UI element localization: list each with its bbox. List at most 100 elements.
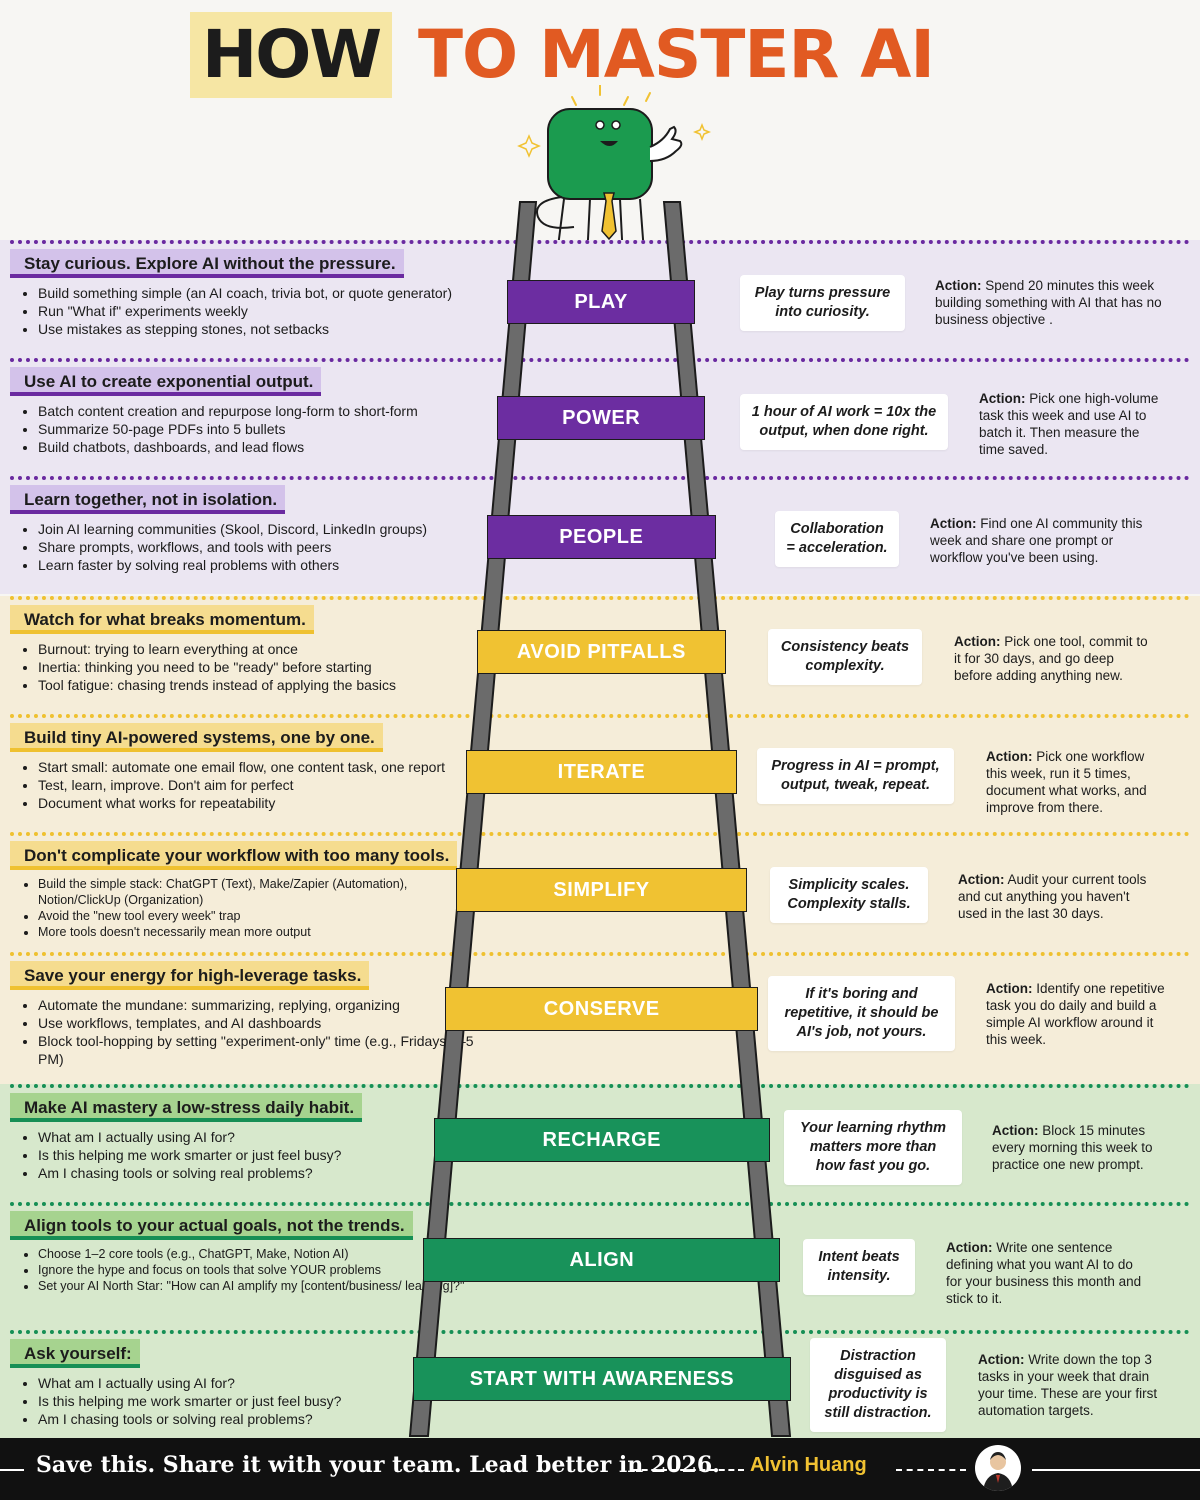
section-heading: Stay curious. Explore AI without the pre… bbox=[10, 249, 404, 278]
action-text: Action: Write one sentence defining what… bbox=[946, 1239, 1146, 1307]
ladder-rung-conserve: CONSERVE bbox=[445, 987, 758, 1031]
section-bullets: Build the simple stack: ChatGPT (Text), … bbox=[10, 876, 475, 940]
action-label: Action: bbox=[979, 391, 1026, 406]
mascot-illustration bbox=[517, 85, 712, 280]
section-heading: Build tiny AI-powered systems, one by on… bbox=[10, 723, 383, 752]
bullet-item: Build the simple stack: ChatGPT (Text), … bbox=[38, 876, 475, 908]
bullet-item: Ignore the hype and focus on tools that … bbox=[38, 1262, 475, 1278]
section-heading: Make AI mastery a low-stress daily habit… bbox=[10, 1093, 363, 1122]
bullet-item: Am I chasing tools or solving real probl… bbox=[38, 1164, 475, 1182]
title-how: HOW bbox=[190, 12, 393, 98]
dotted-divider bbox=[10, 240, 1190, 244]
action-text: Action: Find one AI community this week … bbox=[930, 515, 1160, 566]
ladder-rung-iterate: ITERATE bbox=[466, 750, 737, 794]
ladder-rung-power: POWER bbox=[497, 396, 706, 440]
bullet-item: Summarize 50-page PDFs into 5 bullets bbox=[38, 420, 475, 438]
action-body: Audit your current tools and cut anythin… bbox=[958, 872, 1147, 921]
dotted-divider bbox=[10, 358, 1190, 362]
ladder-rung-start-with-awareness: START WITH AWARENESS bbox=[413, 1357, 791, 1401]
section-heading: Use AI to create exponential output. bbox=[10, 367, 322, 396]
section-bullets: Start small: automate one email flow, on… bbox=[10, 758, 475, 812]
bullet-item: Set your AI North Star: "How can AI ampl… bbox=[38, 1278, 475, 1294]
section-left-panel: Learn together, not in isolation. Join AI… bbox=[10, 485, 475, 594]
quote-card: If it's boring and repetitive, it should… bbox=[768, 976, 955, 1051]
action-body: Spend 20 minutes this week building some… bbox=[935, 278, 1162, 327]
bullet-item: Learn faster by solving real problems wi… bbox=[38, 556, 475, 574]
action-text: Action: Write down the top 3 tasks in yo… bbox=[978, 1351, 1173, 1419]
footer: Save this. Share it with your team. Lead… bbox=[0, 1438, 1200, 1500]
quote-card: Collaboration = acceleration. bbox=[775, 511, 899, 567]
dotted-divider bbox=[10, 1202, 1190, 1206]
footer-tagline: Save this. Share it with your team. Lead… bbox=[36, 1452, 720, 1478]
section-heading: Learn together, not in isolation. bbox=[10, 485, 286, 514]
bullet-item: Document what works for repeatability bbox=[38, 794, 475, 812]
author-name: Alvin Huang bbox=[750, 1454, 867, 1476]
section-left-panel: Watch for what breaks momentum. Burnout: … bbox=[10, 605, 475, 714]
section-left-panel: Stay curious. Explore AI without the pre… bbox=[10, 249, 475, 358]
section-left-panel: Align tools to your actual goals, not th… bbox=[10, 1211, 475, 1330]
quote-card: Play turns pressure into curiosity. bbox=[740, 275, 905, 331]
action-text: Action: Audit your current tools and cut… bbox=[958, 871, 1158, 922]
action-text: Action: Pick one high-volume task this w… bbox=[979, 390, 1164, 458]
bullet-item: What am I actually using AI for? bbox=[38, 1374, 475, 1392]
ladder-rung-align: ALIGN bbox=[423, 1238, 781, 1282]
bullet-item: Choose 1–2 core tools (e.g., ChatGPT, Ma… bbox=[38, 1246, 475, 1262]
quote-card: Consistency beats complexity. bbox=[768, 629, 922, 685]
action-label: Action: bbox=[954, 634, 1001, 649]
action-body: Write one sentence defining what you wan… bbox=[946, 1240, 1142, 1306]
dotted-divider bbox=[10, 596, 1190, 600]
action-text: Action: Spend 20 minutes this week build… bbox=[935, 277, 1165, 328]
dotted-divider bbox=[10, 952, 1190, 956]
bullet-item: Burnout: trying to learn everything at o… bbox=[38, 640, 475, 658]
action-body: Write down the top 3 tasks in your week … bbox=[978, 1352, 1158, 1418]
section-heading: Save your energy for high-leverage tasks… bbox=[10, 961, 370, 990]
section-left-panel: Ask yourself: What am I actually using AI… bbox=[10, 1339, 475, 1438]
section-recharge: Make AI mastery a low-stress daily habit… bbox=[0, 1084, 1200, 1202]
quote-card: Intent beats intensity. bbox=[803, 1239, 915, 1295]
action-text: Action: Block 15 minutes every morning t… bbox=[992, 1122, 1172, 1173]
dotted-divider bbox=[10, 476, 1190, 480]
footer-dash-right bbox=[896, 1469, 966, 1471]
ladder-rung-play: PLAY bbox=[507, 280, 695, 324]
action-body: Block 15 minutes every morning this week… bbox=[992, 1123, 1153, 1172]
bullet-item: Block tool-hopping by setting "experimen… bbox=[38, 1032, 475, 1068]
title-rest: TO MASTER AI bbox=[418, 16, 935, 93]
section-iterate: Build tiny AI-powered systems, one by on… bbox=[0, 714, 1200, 832]
action-body: Pick one high-volume task this week and … bbox=[979, 391, 1159, 457]
bullet-item: Test, learn, improve. Don't aim for perf… bbox=[38, 776, 475, 794]
bullet-item: What am I actually using AI for? bbox=[38, 1128, 475, 1146]
dotted-divider bbox=[10, 714, 1190, 718]
bullet-item: Build something simple (an AI coach, tri… bbox=[38, 284, 475, 302]
section-people: Learn together, not in isolation. Join AI… bbox=[0, 476, 1200, 594]
bullet-item: Avoid the "new tool every week" trap bbox=[38, 908, 475, 924]
ladder-rung-recharge: RECHARGE bbox=[433, 1118, 770, 1162]
action-label: Action: bbox=[930, 516, 977, 531]
section-heading: Ask yourself: bbox=[10, 1339, 140, 1368]
quote-card: 1 hour of AI work = 10x the output, when… bbox=[740, 394, 948, 450]
section-left-panel: Don't complicate your workflow with too … bbox=[10, 841, 475, 952]
ladder-rung-avoid-pitfalls: AVOID PITFALLS bbox=[476, 630, 727, 674]
footer-dash-left bbox=[632, 1469, 744, 1471]
section-bullets: Choose 1–2 core tools (e.g., ChatGPT, Ma… bbox=[10, 1246, 475, 1294]
bullet-item: Automate the mundane: summarizing, reply… bbox=[38, 996, 475, 1014]
section-left-panel: Save your energy for high-leverage tasks… bbox=[10, 961, 475, 1084]
ladder bbox=[408, 201, 792, 1437]
bullet-item: Share prompts, workflows, and tools with… bbox=[38, 538, 475, 556]
action-label: Action: bbox=[946, 1240, 993, 1255]
action-label: Action: bbox=[986, 981, 1033, 996]
section-heading: Watch for what breaks momentum. bbox=[10, 605, 314, 634]
section-heading: Align tools to your actual goals, not th… bbox=[10, 1211, 413, 1240]
bullet-item: Is this helping me work smarter or just … bbox=[38, 1392, 475, 1410]
section-bullets: Automate the mundane: summarizing, reply… bbox=[10, 996, 475, 1068]
quote-card: Your learning rhythm matters more than h… bbox=[784, 1110, 962, 1185]
section-heading: Don't complicate your workflow with too … bbox=[10, 841, 458, 870]
action-body: Find one AI community this week and shar… bbox=[930, 516, 1143, 565]
quote-card: Distraction disguised as productivity is… bbox=[810, 1338, 946, 1432]
bullet-item: Use workflows, templates, and AI dashboa… bbox=[38, 1014, 475, 1032]
action-text: Action: Pick one tool, commit to it for … bbox=[954, 633, 1154, 684]
section-bullets: What am I actually using AI for?Is this … bbox=[10, 1128, 475, 1182]
dotted-divider bbox=[10, 1084, 1190, 1088]
action-text: Action: Identify one repetitive task you… bbox=[986, 980, 1176, 1048]
section-bullets: Join AI learning communities (Skool, Dis… bbox=[10, 520, 475, 574]
bullet-item: Tool fatigue: chasing trends instead of … bbox=[38, 676, 475, 694]
